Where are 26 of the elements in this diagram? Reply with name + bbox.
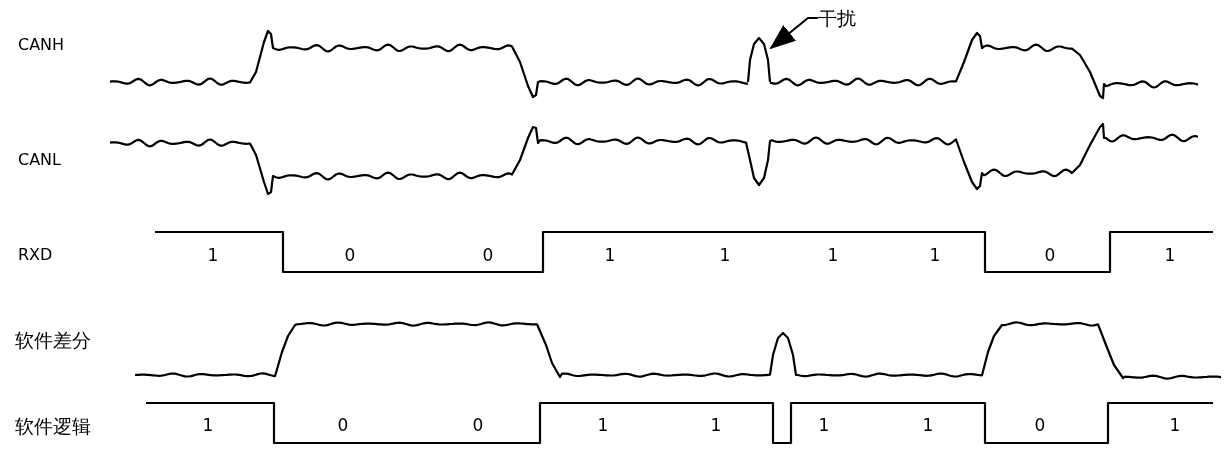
- bit-value: 0: [482, 246, 494, 264]
- bit-value: 0: [337, 416, 349, 434]
- bit-value: 0: [1044, 246, 1056, 264]
- bit-value: 1: [929, 246, 941, 264]
- signal-name: CANH: [18, 37, 65, 53]
- bit-value: 1: [922, 416, 934, 434]
- bit-value: 1: [710, 416, 722, 434]
- bit-value: 1: [604, 246, 616, 264]
- leader-line: [769, 17, 819, 50]
- bit-value: 1: [1169, 416, 1181, 434]
- bit-value: 1: [818, 416, 830, 434]
- bit-value: 1: [1164, 246, 1176, 264]
- bit-value: 1: [719, 246, 731, 264]
- signal-name: CANL: [18, 152, 61, 168]
- bit-value: 0: [472, 416, 484, 434]
- signal-name: RXD: [18, 247, 53, 263]
- callout-text: 干扰: [818, 8, 856, 28]
- signal-name: 软件逻辑: [15, 416, 91, 436]
- bit-value: 0: [344, 246, 356, 264]
- bit-value: 1: [207, 246, 219, 264]
- bit-value: 1: [827, 246, 839, 264]
- interference-spike: [746, 36, 772, 83]
- bit-value: 0: [1034, 416, 1046, 434]
- bit-value: 1: [202, 416, 214, 434]
- bit-value: 1: [597, 416, 609, 434]
- signal-name: 软件差分: [15, 330, 91, 350]
